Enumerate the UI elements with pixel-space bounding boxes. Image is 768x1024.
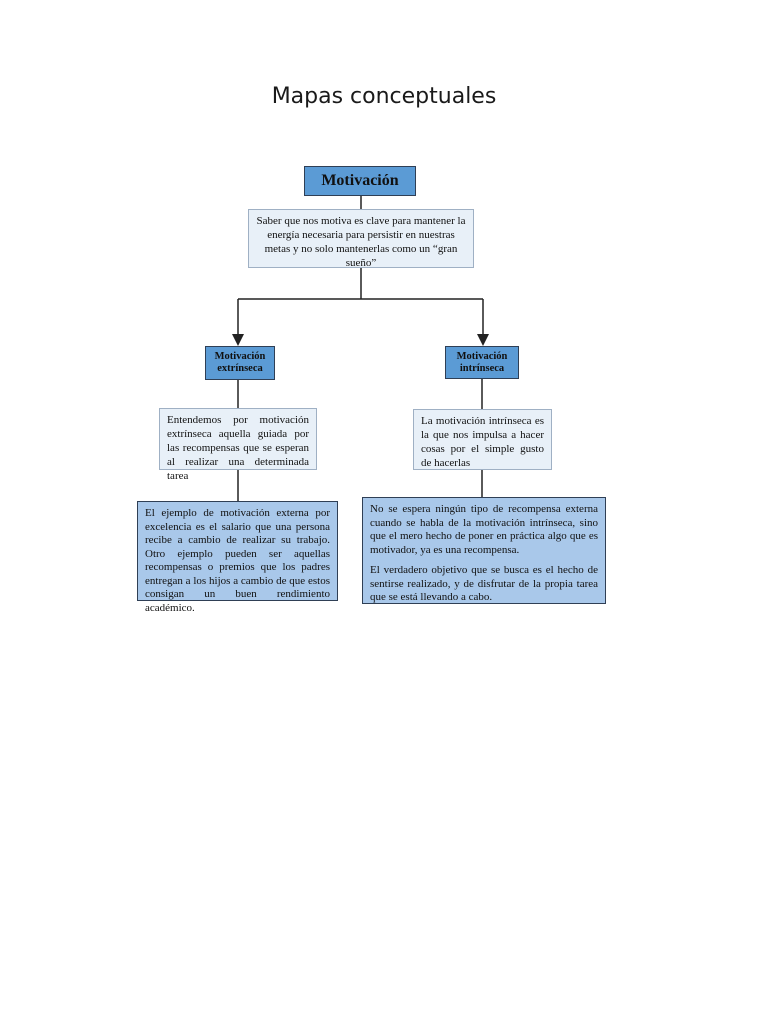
node-motivacion-description-text: Saber que nos motiva es clave para mante… [256,215,466,269]
node-motivacion-intrinseca: Motivación intrínseca [445,346,519,379]
node-extrinseca-definition: Entendemos por motivación extrínseca aqu… [159,408,317,482]
node-intrinseca-example-paragraph-2: El verdadero objetivo que se busca es el… [370,564,598,603]
node-extrinseca-example: El ejemplo de motivación externa por exc… [137,501,338,614]
node-intrinseca-definition-text: La motivación intrínseca es la que nos i… [421,415,544,469]
page-title: Mapas conceptuales [271,84,497,109]
node-motivacion-extrinseca: Motivación extrínseca [205,346,275,380]
node-motivacion-extrinseca-label: Motivación extrínseca [214,351,266,374]
node-intrinseca-example-paragraph-1: No se espera ningún tipo de recompensa e… [370,503,598,556]
node-intrinseca-example: No se espera ningún tipo de recompensa e… [362,497,606,604]
node-intrinseca-definition: La motivación intrínseca es la que nos i… [413,409,552,470]
node-motivacion-description: Saber que nos motiva es clave para mante… [248,209,474,269]
node-motivacion: Motivación [304,166,416,196]
node-motivacion-label: Motivación [321,172,399,189]
node-extrinseca-example-text: El ejemplo de motivación externa por exc… [145,507,330,614]
node-motivacion-intrinseca-label: Motivación intrínseca [456,350,508,374]
node-extrinseca-definition-text: Entendemos por motivación extrínseca aqu… [167,414,309,482]
